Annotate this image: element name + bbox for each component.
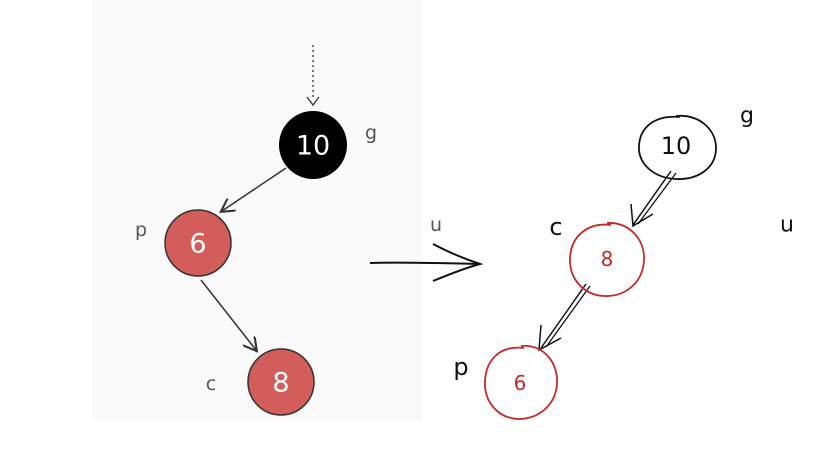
after-child-value: 8: [601, 247, 614, 271]
edge-g-to-p: [222, 167, 287, 211]
after-node-parent: 6: [484, 345, 558, 420]
after-node-grandparent: 10: [638, 115, 717, 180]
before-node-parent: 6: [164, 209, 232, 277]
before-node-child: 8: [247, 348, 315, 416]
after-node-child: 8: [569, 222, 645, 297]
before-parent-value: 6: [189, 229, 206, 260]
after-grandparent-value: 10: [661, 132, 692, 160]
edge-p-to-c: [200, 279, 256, 350]
before-grandparent-label: g: [365, 122, 377, 144]
before-node-grandparent: 10: [279, 111, 347, 179]
after-parent-value: 6: [514, 371, 527, 395]
after-uncle-label: u: [780, 213, 794, 238]
before-panel: [92, 0, 422, 420]
before-uncle-label: u: [430, 214, 442, 236]
before-grandparent-value: 10: [296, 131, 330, 162]
after-edge-c-to-p: [538, 283, 591, 352]
transition-arrow: [369, 243, 484, 282]
after-child-label: c: [549, 213, 562, 241]
before-child-value: 8: [272, 368, 289, 399]
after-grandparent-label: g: [740, 104, 754, 129]
after-parent-label: p: [453, 353, 468, 381]
after-edge-g-to-c: [630, 170, 677, 228]
before-parent-label: p: [135, 219, 147, 241]
before-child-label: c: [206, 373, 216, 395]
incoming-edge-arrowhead: [306, 96, 320, 107]
